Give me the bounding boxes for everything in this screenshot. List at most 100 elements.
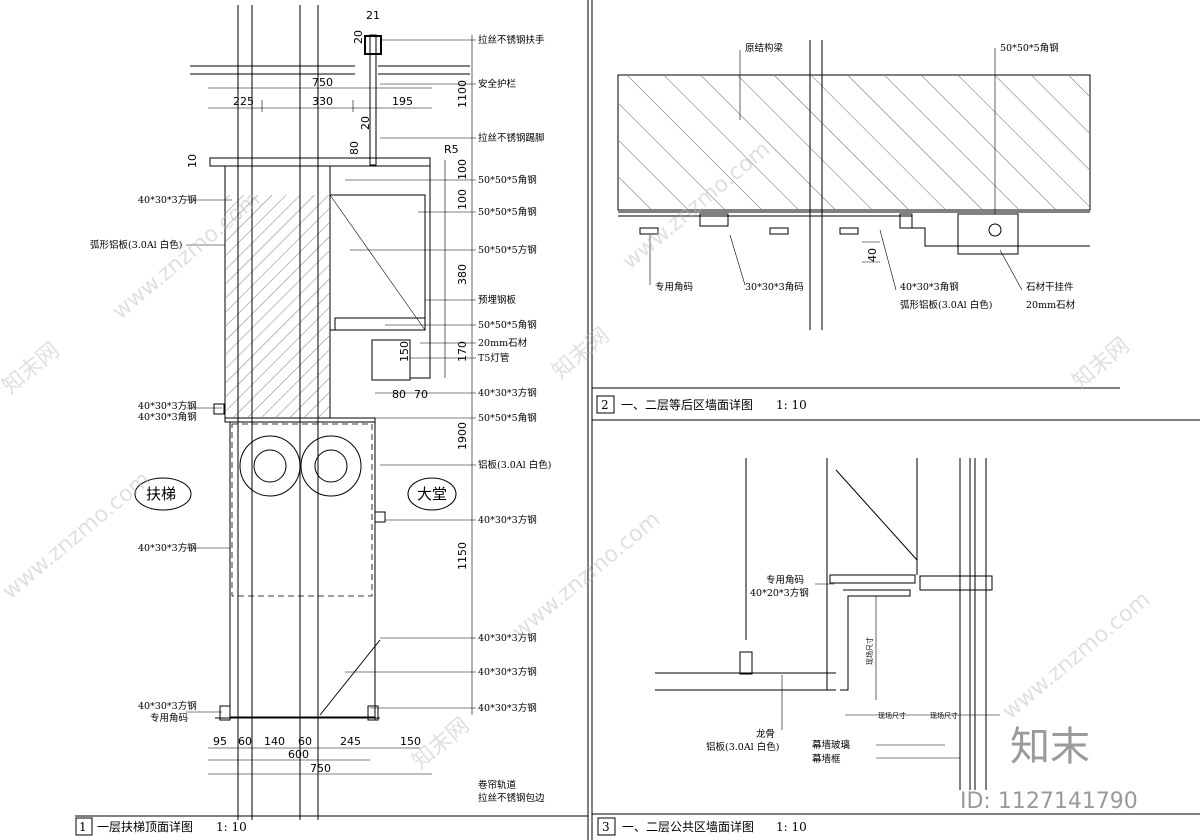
label: T5灯管 [478, 352, 509, 364]
dim-text: 225 [233, 95, 254, 108]
dim-text: 100 [456, 189, 469, 210]
dim-text: 750 [312, 76, 333, 89]
dim-text: 150 [400, 735, 421, 748]
label: 专用角码 [150, 712, 188, 724]
dim-text: 750 [310, 762, 331, 775]
dim-text: 20 [359, 116, 372, 130]
label: 40*30*3方钢 [478, 514, 537, 526]
dim-text: 10 [186, 154, 199, 168]
label: 40*30*3角钢 [138, 411, 197, 423]
label: 预埋钢板 [478, 294, 517, 306]
watermark-text: 知末网 [548, 323, 615, 385]
drawing-1-dimensions: 750 225 330 195 95 60 140 60 245 150 600… [186, 9, 469, 775]
drawing-1-title-block: 1 一层扶梯顶面详图 1: 10 [75, 815, 588, 836]
drawing-3-public-wall-detail [655, 458, 1000, 790]
label: 幕墙玻璃 [812, 739, 850, 751]
dim-text: 380 [456, 264, 469, 285]
label: 20mm石材 [1026, 299, 1076, 311]
brand-logo-text: 知末 [1010, 724, 1090, 770]
label: 拉丝不锈钢踢脚 [478, 132, 545, 144]
label: 拉丝不锈钢包边 [478, 792, 545, 804]
label: 50*50*5角钢 [478, 206, 537, 218]
drawing-2-labels: 原结构梁 50*50*5角钢 专用角码 30*30*3角码 40*30*3角钢 … [655, 42, 1076, 311]
watermark-text: 知末网 [1068, 333, 1135, 395]
dim-text: 600 [288, 748, 309, 761]
label: 安全护栏 [478, 78, 517, 90]
dim-text: 现场尺寸 [930, 711, 958, 720]
dim-text: 60 [238, 735, 252, 748]
dim-text: 330 [312, 95, 333, 108]
drawing-2-title-block: 2 一、二层等后区墙面详图 1: 10 [592, 387, 1120, 414]
label: 30*30*3角码 [745, 281, 804, 293]
dim-text: 150 [398, 341, 411, 362]
watermark-text: www.znzmo.com [108, 187, 265, 325]
label: 40*30*3方钢 [478, 702, 537, 714]
label: 铝板(3.0Al 白色) [706, 741, 779, 753]
label: 40*30*3方钢 [138, 542, 197, 554]
label: 专用角码 [655, 281, 693, 293]
title-number: 3 [602, 820, 610, 834]
dim-text: R5 [444, 143, 459, 156]
room-label-escalator: 扶梯 [146, 485, 176, 503]
label: 40*30*3方钢 [478, 632, 537, 644]
label: 龙骨 [756, 728, 775, 740]
dim-text: 20 [352, 30, 365, 44]
drawing-title: 一层扶梯顶面详图 [97, 819, 193, 834]
dim-text: 100 [456, 159, 469, 180]
drawing-scale: 1: 10 [776, 820, 807, 834]
dim-text: 140 [264, 735, 285, 748]
dim-text: 80 [392, 388, 406, 401]
label: 50*50*5角钢 [478, 412, 537, 424]
dim-text: 245 [340, 735, 361, 748]
watermark-layer: www.znzmo.com 知末网 www.znzmo.com 知末网 知末网 … [0, 137, 1155, 775]
label: 40*30*3方钢 [478, 387, 537, 399]
room-bubble-left [134, 477, 192, 511]
dim-text: 21 [366, 9, 380, 22]
drawing-1-left-labels: 40*30*3方钢 弧形铝板(3.0Al 白色) 40*30*3方钢 40*30… [90, 194, 197, 724]
title-number: 2 [601, 398, 609, 412]
label: 弧形铝板(3.0Al 白色) [900, 299, 992, 311]
drawing-scale: 1: 10 [776, 398, 807, 412]
dim-text: 170 [456, 341, 469, 362]
dim-text: 60 [298, 735, 312, 748]
drawing-title: 一、二层等后区墙面详图 [621, 397, 753, 412]
dim-text: 70 [414, 388, 428, 401]
label: 50*50*5角钢 [1000, 42, 1059, 54]
label: 40*30*3方钢 [138, 700, 197, 712]
label: 50*50*5角钢 [478, 174, 537, 186]
title-number: 1 [79, 820, 87, 834]
label: 铝板(3.0Al 白色) [478, 459, 551, 471]
dim-text: 1100 [456, 80, 469, 108]
dim-text: 195 [392, 95, 413, 108]
label: 原结构梁 [745, 42, 784, 54]
label: 弧形铝板(3.0Al 白色) [90, 239, 182, 251]
label: 40*20*3方钢 [750, 587, 809, 599]
drawing-2-rear-wall-detail [617, 40, 1091, 330]
drawing-3-labels: 专用角码 40*20*3方钢 龙骨 铝板(3.0Al 白色) 幕墙玻璃 幕墙框 … [706, 574, 958, 765]
label: 20mm石材 [478, 337, 528, 349]
drawing-scale: 1: 10 [216, 820, 247, 834]
dim-text: 1150 [456, 542, 469, 570]
watermark-text: 知末网 [0, 338, 64, 400]
watermark-text: www.znzmo.com [998, 587, 1155, 725]
label: 40*30*3方钢 [138, 194, 197, 206]
label: 拉丝不锈钢扶手 [478, 34, 545, 46]
id-text: ID: 1127141790 [960, 789, 1138, 814]
drawing-3-title-block: 3 一、二层公共区墙面详图 1: 10 [592, 813, 1200, 836]
label: 卷帘轨道 [478, 779, 517, 791]
drawing-1-right-labels: 拉丝不锈钢扶手 安全护栏 拉丝不锈钢踢脚 50*50*5角钢 50*50*5角钢… [478, 34, 551, 804]
dim-text: 80 [348, 141, 361, 155]
label: 幕墙框 [812, 753, 841, 765]
label: 50*50*5角钢 [478, 319, 537, 331]
watermark-text: www.znzmo.com [0, 467, 155, 605]
label: 石材干挂件 [1026, 281, 1074, 293]
dim-text: 95 [213, 735, 227, 748]
label: 50*50*5方钢 [478, 244, 537, 256]
watermark-text: www.znzmo.com [618, 137, 775, 275]
label: 40*30*3方钢 [138, 400, 197, 412]
dim-text: 现场尺寸 [878, 711, 906, 720]
label: 40*30*3方钢 [478, 666, 537, 678]
dim-text: 现场尺寸 [865, 637, 874, 665]
